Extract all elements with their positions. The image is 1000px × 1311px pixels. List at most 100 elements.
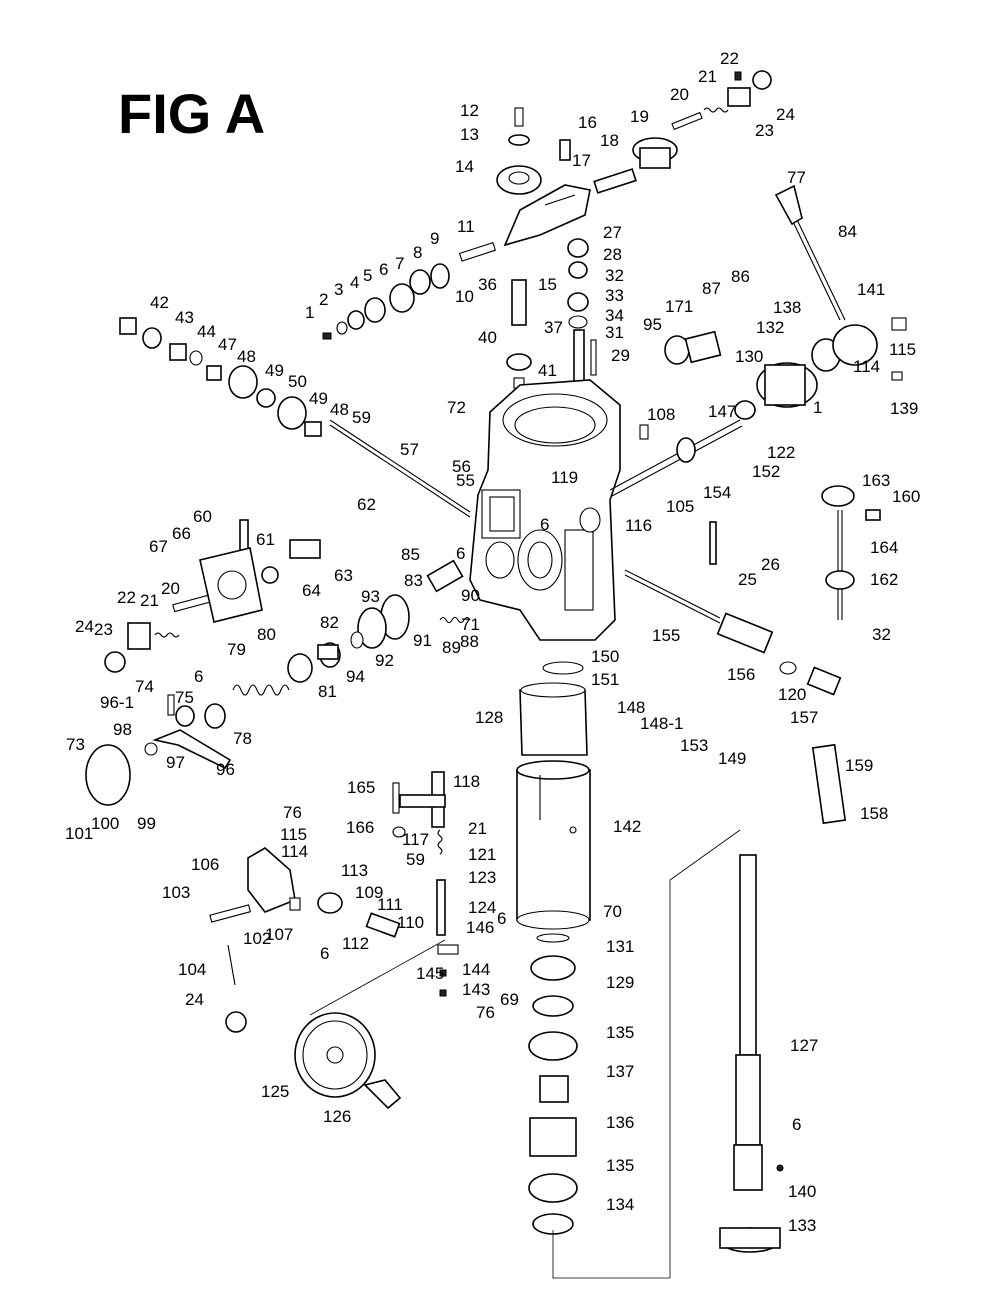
part-callout-100: 100: [91, 814, 119, 833]
part-callout-6: 6: [497, 909, 506, 928]
part-callout-96-1: 96-1: [100, 693, 134, 712]
part-callout-127: 127: [790, 1036, 818, 1055]
part-callout-95: 95: [643, 315, 662, 334]
part-callout-110: 110: [397, 913, 424, 932]
part-callout-82: 82: [320, 613, 339, 632]
part-callout-104: 104: [178, 960, 206, 979]
part-callout-137: 137: [606, 1062, 634, 1081]
part-callout-131: 131: [606, 937, 634, 956]
part-callout-13: 13: [460, 125, 479, 144]
part-callout-6: 6: [456, 544, 465, 563]
part-callout-151: 151: [591, 670, 619, 689]
part-callout-138: 138: [773, 298, 801, 317]
lower-left-assembly: [209, 771, 459, 1110]
part-callout-15: 15: [538, 275, 557, 294]
part-callout-24: 24: [776, 105, 795, 124]
part-callout-129: 129: [606, 973, 634, 992]
part-callout-10: 10: [455, 287, 474, 306]
part-callout-119: 119: [551, 468, 578, 487]
part-callout-145: 145: [416, 964, 444, 983]
part-callout-102: 102: [243, 929, 271, 948]
part-callout-140: 140: [788, 1182, 816, 1201]
part-callout-91: 91: [413, 631, 432, 650]
part-callout-97: 97: [166, 753, 185, 772]
part-callout-4: 4: [350, 273, 359, 292]
part-callout-6: 6: [320, 944, 329, 963]
part-callout-154: 154: [703, 483, 731, 502]
part-callout-14: 14: [455, 157, 474, 176]
top-gear-assembly: [322, 70, 772, 389]
part-callout-32: 32: [605, 266, 624, 285]
part-callout-20: 20: [161, 579, 180, 598]
part-callout-130: 130: [735, 347, 763, 366]
left-side-assembly: [85, 519, 471, 806]
part-callout-24: 24: [185, 990, 204, 1009]
part-callout-40: 40: [478, 328, 497, 347]
part-callout-90: 90: [461, 586, 480, 605]
part-callout-118: 118: [453, 772, 480, 791]
part-callout-164: 164: [870, 538, 898, 557]
part-callout-84: 84: [838, 222, 857, 241]
quill-assembly: [516, 661, 591, 930]
right-feed-assembly: [609, 184, 907, 497]
part-callout-148-1: 148-1: [640, 714, 683, 733]
part-callout-66: 66: [172, 524, 191, 543]
part-callout-141: 141: [857, 280, 885, 299]
part-callout-101: 101: [65, 824, 93, 843]
part-callout-117: 117: [402, 830, 429, 849]
part-callout-60: 60: [193, 507, 212, 526]
part-callout-48: 48: [237, 347, 256, 366]
part-callout-99: 99: [137, 814, 156, 833]
part-callout-21: 21: [140, 591, 159, 610]
part-callout-1: 1: [813, 398, 822, 417]
part-callout-69: 69: [500, 990, 519, 1009]
part-callout-25: 25: [738, 570, 757, 589]
part-callout-21: 21: [468, 819, 487, 838]
part-callout-43: 43: [175, 308, 194, 327]
part-callout-93: 93: [361, 587, 380, 606]
part-callout-96: 96: [216, 760, 235, 779]
part-callout-21: 21: [698, 67, 717, 86]
part-callout-146: 146: [466, 918, 494, 937]
part-callout-136: 136: [606, 1113, 634, 1132]
part-callout-81: 81: [318, 682, 337, 701]
part-callout-111: 111: [377, 895, 403, 914]
part-callout-142: 142: [613, 817, 641, 836]
part-callout-57: 57: [400, 440, 419, 459]
part-callout-23: 23: [755, 121, 774, 140]
part-callout-47: 47: [218, 335, 237, 354]
part-callout-109: 109: [355, 883, 383, 902]
part-callout-88: 88: [460, 632, 479, 651]
part-callout-134: 134: [606, 1195, 634, 1214]
part-callout-70: 70: [603, 902, 622, 921]
part-callout-76: 76: [283, 803, 302, 822]
part-callout-19: 19: [630, 107, 649, 126]
part-callout-34: 34: [605, 306, 624, 325]
part-callout-107: 107: [265, 925, 293, 944]
part-callout-94: 94: [346, 667, 365, 686]
part-callout-32: 32: [872, 625, 891, 644]
part-callout-64: 64: [302, 581, 321, 600]
part-callout-115: 115: [889, 340, 916, 359]
part-callout-49: 49: [309, 389, 328, 408]
part-callout-11: 11: [457, 217, 475, 236]
part-callout-18: 18: [600, 131, 619, 150]
part-callout-75: 75: [175, 688, 194, 707]
part-callout-108: 108: [647, 405, 675, 424]
part-callout-163: 163: [862, 471, 890, 490]
part-callout-156: 156: [727, 665, 755, 684]
part-callout-33: 33: [605, 286, 624, 305]
part-callout-22: 22: [720, 49, 739, 68]
part-callout-76: 76: [476, 1003, 495, 1022]
part-callout-22: 22: [117, 588, 136, 607]
part-callout-114: 114: [853, 357, 880, 376]
part-callout-166: 166: [346, 818, 374, 837]
part-callout-56: 56: [452, 457, 471, 476]
part-callout-24: 24: [75, 617, 94, 636]
part-callout-67: 67: [149, 537, 168, 556]
part-callout-6: 6: [540, 515, 549, 534]
part-callout-152: 152: [752, 462, 780, 481]
part-callout-92: 92: [375, 651, 394, 670]
